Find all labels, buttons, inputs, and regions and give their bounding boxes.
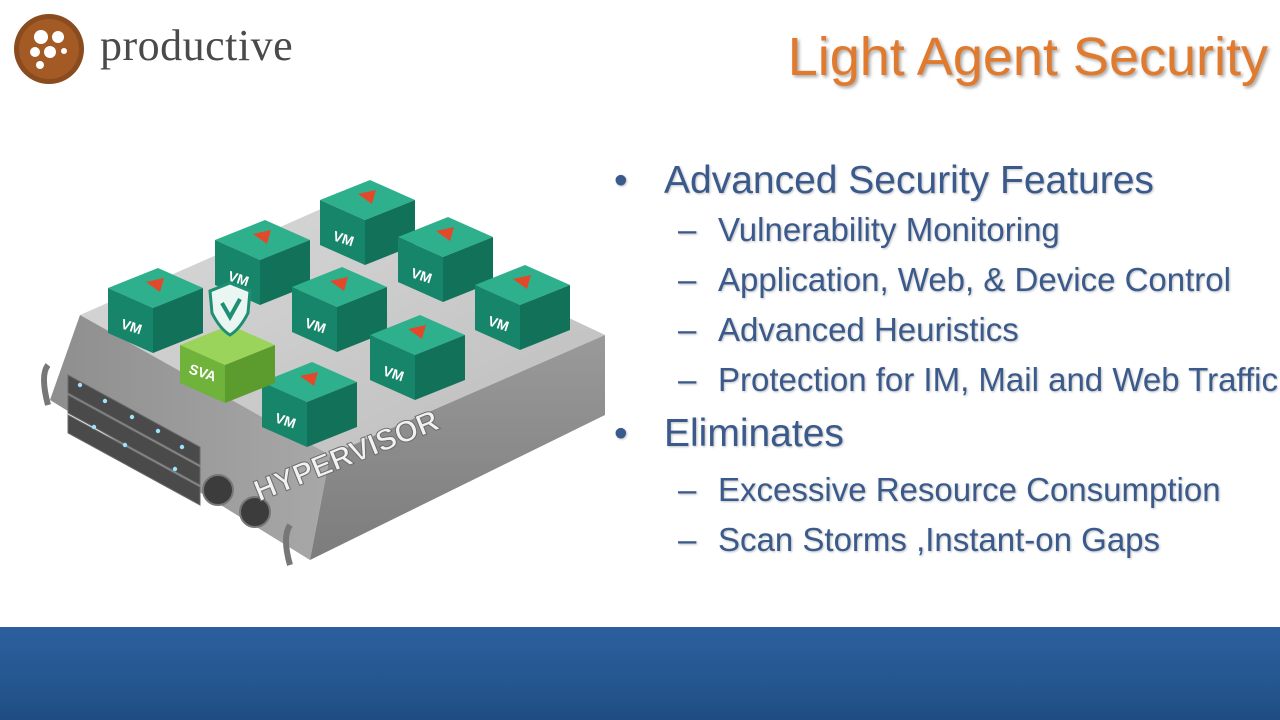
dots-circle-icon [14,14,84,84]
server-handle-left [41,363,51,406]
sub-bullet-item: – Application, Web, & Device Control [678,259,1280,301]
dash-marker: – [678,311,697,348]
sub-bullet-text: Application, Web, & Device Control [718,261,1231,298]
svg-text:VM: VM [409,265,434,287]
sub-bullet-item: – Scan Storms ,Instant-on Gaps [678,519,1280,561]
server-side [310,335,605,560]
bullet-list: • Advanced Security Features – Vulnerabi… [612,158,1280,561]
svg-text:VM: VM [303,315,328,337]
vm-cube: VM [108,268,203,353]
shield-icon [208,281,252,337]
sub-bullet-text: Protection for IM, Mail and Web Traffic [718,361,1279,398]
footer-band [0,627,1280,720]
dash-marker: – [678,261,697,298]
dash-marker: – [678,361,697,398]
sub-bullet-text: Advanced Heuristics [718,311,1019,348]
bullet-marker: • [614,159,628,202]
bullet-marker: • [614,412,628,455]
sva-cube: SVA [180,325,275,403]
slide-title: Light Agent Security [787,27,1268,87]
sub-bullet-item: – Advanced Heuristics [678,309,1280,351]
svg-text:VM: VM [381,363,406,385]
svg-text:VM: VM [331,228,356,250]
sub-bullet-item: – Vulnerability Monitoring [678,209,1280,251]
vm-cube: VM [320,180,415,265]
server-front-panel [67,374,201,506]
bullet-text: Advanced Security Features [664,159,1154,202]
vm-cube: VM [262,362,357,447]
sub-bullet-text: Vulnerability Monitoring [718,211,1060,248]
sub-bullet-item: – Excessive Resource Consumption [678,469,1280,511]
vm-cube: VM [475,265,570,350]
server-fans [202,474,271,528]
vm-cube: VM [370,315,465,400]
svg-text:VM: VM [486,313,511,335]
bullet-text: Eliminates [664,412,844,455]
sub-bullet-item: – Protection for IM, Mail and Web Traffi… [678,359,1280,401]
server-handle-right [283,523,293,566]
dash-marker: – [678,471,697,508]
svg-text:VM: VM [273,410,298,432]
bullet-item: • Eliminates [612,411,1280,457]
brand-logo: productive [12,12,293,86]
sub-bullet-text: Scan Storms ,Instant-on Gaps [718,521,1161,558]
hypervisor-illustration: HYPERVISOR VM VM VM VM VM [41,180,605,566]
bullet-item: • Advanced Security Features [612,158,1280,204]
dash-marker: – [678,521,697,558]
server-leds [77,382,185,472]
svg-text:VM: VM [119,316,144,338]
brand-name: productive [100,20,294,70]
sub-bullet-text: Excessive Resource Consumption [718,471,1221,508]
dash-marker: – [678,211,697,248]
